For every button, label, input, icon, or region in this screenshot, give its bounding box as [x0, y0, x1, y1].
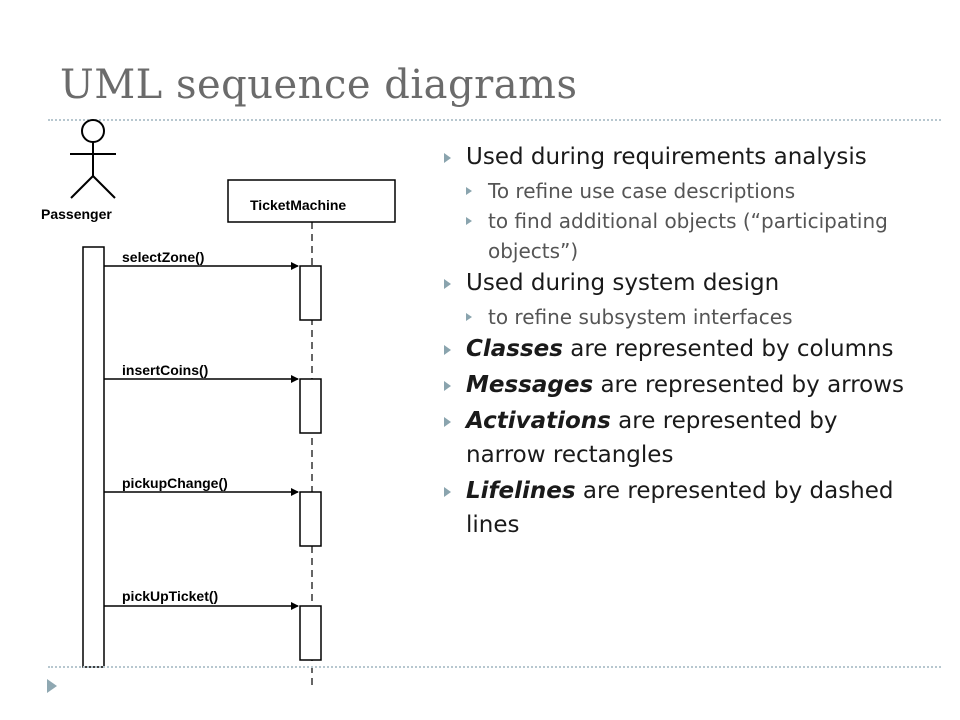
bullet-triangle-icon	[466, 313, 472, 321]
footer-triangle-icon	[47, 679, 57, 693]
bullet-triangle-icon	[444, 153, 451, 163]
sequence-diagram: Passenger TicketMachine selectZone() ins…	[41, 119, 396, 688]
bullet-text: Used during system design	[466, 270, 780, 296]
activation-pickupticket	[299, 605, 322, 661]
object-label: TicketMachine	[250, 197, 346, 213]
bullet-triangle-icon	[444, 345, 451, 355]
activation-insertcoins	[299, 378, 322, 434]
bullet-item: Messages are represented by arrows	[444, 368, 914, 402]
sub-bullet-item: to refine subsystem interfaces	[444, 302, 914, 332]
bullet-item: Used during requirements analysis	[444, 140, 914, 174]
passenger-actor-icon	[70, 119, 116, 199]
bullet-text: are represented by narrow rectangles	[466, 408, 838, 468]
bullet-term: Messages	[466, 372, 594, 398]
bullet-text: to refine subsystem interfaces	[488, 305, 793, 329]
passenger-activation	[82, 246, 105, 668]
sub-bullet-item: To refine use case descriptions	[444, 176, 914, 206]
bullet-triangle-icon	[444, 279, 451, 289]
bullet-triangle-icon	[444, 381, 451, 391]
bullet-triangle-icon	[444, 487, 451, 497]
bullet-list: Used during requirements analysis To ref…	[444, 140, 914, 544]
title-divider	[48, 119, 941, 121]
footer-divider	[48, 666, 941, 668]
message-label-pickupticket: pickUpTicket()	[122, 588, 218, 604]
message-label-insertcoins: insertCoins()	[122, 362, 208, 378]
sub-bullet-item: to find additional objects (“participati…	[444, 206, 914, 266]
bullet-triangle-icon	[466, 217, 472, 225]
bullet-triangle-icon	[444, 417, 451, 427]
bullet-triangle-icon	[466, 187, 472, 195]
message-label-pickupchange: pickupChange()	[122, 475, 228, 491]
ticketmachine-object-box	[227, 179, 396, 223]
bullet-term: Activations	[466, 408, 611, 434]
bullet-item: Activations are represented by narrow re…	[444, 404, 914, 472]
actor-label: Passenger	[41, 206, 112, 222]
bullet-text: are represented by columns	[562, 336, 894, 362]
slide-title: UML sequence diagrams	[60, 62, 578, 108]
bullet-item: Used during system design	[444, 266, 914, 300]
activation-pickupchange	[299, 491, 322, 547]
bullet-text: are represented by arrows	[593, 372, 905, 398]
bullet-item: Lifelines are represented by dashed line…	[444, 474, 914, 542]
bullet-term: Classes	[466, 336, 563, 362]
bullet-text: to find additional objects (“participati…	[488, 209, 888, 263]
bullet-text: To refine use case descriptions	[488, 179, 796, 203]
message-label-selectzone: selectZone()	[122, 249, 204, 265]
activation-selectzone	[299, 265, 322, 321]
bullet-term: Lifelines	[466, 478, 576, 504]
bullet-item: Classes are represented by columns	[444, 332, 914, 366]
bullet-text: are represented by dashed lines	[466, 478, 894, 538]
bullet-text: Used during requirements analysis	[466, 144, 867, 170]
